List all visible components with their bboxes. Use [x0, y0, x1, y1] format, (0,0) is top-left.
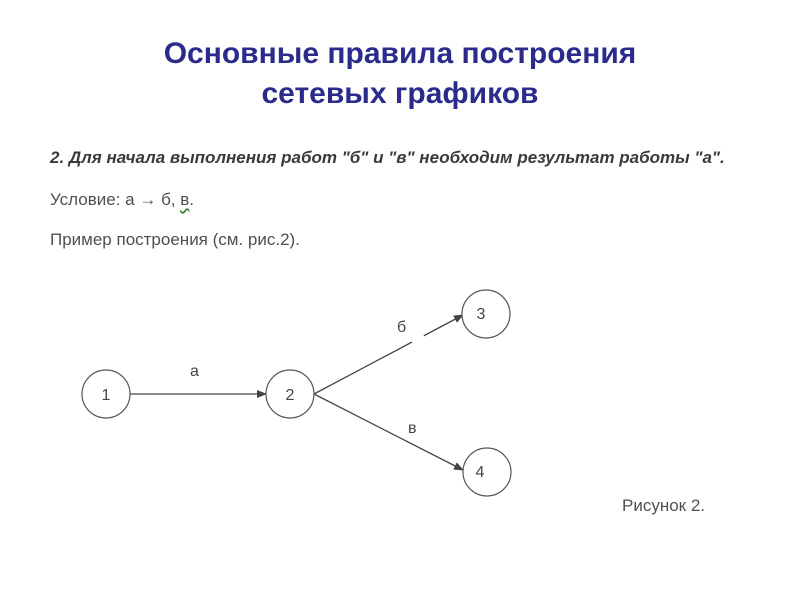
edge-2-3: [313, 314, 464, 395]
node-1: 1: [81, 369, 131, 419]
slide-title: Основные правила построения сетевых граф…: [0, 34, 800, 114]
rule-text: 2. Для начала выполнения работ "б" и "в"…: [50, 148, 725, 167]
node-3: 3: [461, 289, 511, 339]
node-1-label: 1: [102, 387, 111, 404]
edge-label-v: в: [408, 420, 417, 437]
condition-v: в: [180, 190, 190, 209]
example-text: Пример построения (см. рис.2).: [50, 230, 300, 249]
condition-end: .: [189, 190, 195, 209]
edge-2-3-label-gap: [411, 334, 425, 344]
condition-text: Условие: а → б, в.: [50, 190, 194, 210]
title-line-1: Основные правила построения: [163, 37, 637, 70]
condition-b: б,: [156, 190, 181, 209]
node-4: 4: [462, 447, 512, 497]
figure-caption: Рисунок 2.: [622, 496, 706, 515]
title-line-2: сетевых графиков: [261, 77, 539, 110]
node-2: 2: [265, 369, 315, 419]
node-4-label: 4: [476, 464, 485, 481]
condition-prefix: Условие: а: [50, 190, 140, 209]
edge-label-a: а: [190, 363, 199, 380]
edge-2-4: [313, 393, 464, 471]
node-3-label: 3: [477, 306, 486, 323]
edge-label-b: б: [397, 319, 406, 336]
arrow-icon: →: [139, 190, 157, 209]
node-2-label: 2: [286, 387, 295, 404]
